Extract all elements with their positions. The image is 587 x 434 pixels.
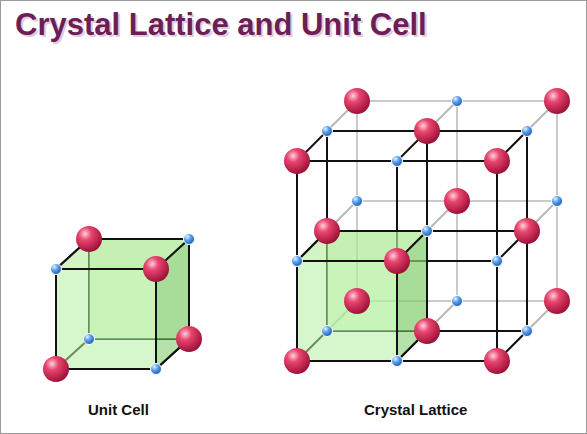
lattice-edge — [56, 368, 156, 370]
cation-sphere — [176, 326, 202, 352]
cation-sphere — [484, 348, 510, 374]
figure-label: Crystal Lattice — [364, 401, 467, 418]
lattice-edge — [496, 261, 498, 361]
cation-sphere — [414, 118, 440, 144]
lattice-edge — [296, 261, 298, 361]
lattice-edge — [427, 330, 527, 332]
lattice-edge — [297, 160, 397, 162]
unit-cell-edge — [155, 269, 157, 369]
lattice-edge — [396, 261, 398, 361]
unit-cell-edge — [426, 231, 428, 331]
unit-cell-face — [56, 269, 156, 369]
anion-sphere — [552, 196, 563, 207]
cation-sphere — [76, 226, 102, 252]
unit-cell-edge — [327, 230, 427, 232]
unit-cell-edge — [297, 260, 397, 262]
lattice-edge — [526, 131, 528, 231]
anion-sphere — [392, 156, 403, 167]
lattice-edge — [426, 131, 428, 231]
anion-sphere — [522, 326, 533, 337]
anion-sphere — [392, 356, 403, 367]
cation-sphere — [43, 356, 69, 382]
cation-sphere — [143, 256, 169, 282]
cation-sphere — [384, 248, 410, 274]
lattice-edge — [496, 161, 498, 261]
cation-sphere — [414, 318, 440, 344]
cation-sphere — [284, 148, 310, 174]
cation-sphere — [514, 218, 540, 244]
unit-cell-edge — [56, 268, 156, 270]
cation-sphere — [544, 88, 570, 114]
anion-sphere — [322, 126, 333, 137]
lattice-edge — [426, 231, 428, 331]
anion-sphere — [322, 326, 333, 337]
lattice-edge — [327, 230, 427, 232]
unit-cell-edge — [56, 368, 156, 370]
lattice-edge — [457, 300, 557, 302]
lattice-edge — [556, 101, 558, 201]
lattice-edge — [427, 130, 527, 132]
lattice-edge — [397, 160, 497, 162]
unit-cell-edge — [55, 269, 57, 369]
anion-sphere — [492, 256, 503, 267]
lattice-edge — [297, 260, 397, 262]
cation-sphere — [484, 148, 510, 174]
unit-cell-edge — [296, 261, 298, 361]
lattice-edge — [427, 230, 527, 232]
anion-sphere — [51, 264, 62, 275]
lattice-edge — [397, 360, 497, 362]
unit-cell-edge — [297, 360, 397, 362]
anion-sphere — [184, 234, 195, 245]
lattice-edge — [456, 201, 458, 301]
lattice-edge — [89, 238, 189, 240]
lattice-edge — [556, 201, 558, 301]
cation-sphere — [314, 218, 340, 244]
anion-sphere — [522, 126, 533, 137]
lattice-edge — [526, 231, 528, 331]
lattice-edge — [55, 269, 57, 369]
unit-cell-edge — [188, 239, 190, 339]
lattice-edge — [456, 101, 458, 201]
lattice-edge — [356, 101, 358, 201]
lattice-edge — [296, 161, 298, 261]
cation-sphere — [544, 288, 570, 314]
cation-sphere — [344, 88, 370, 114]
anion-sphere — [452, 96, 463, 107]
anion-sphere — [151, 364, 162, 375]
lattice-edge — [457, 200, 557, 202]
unit-cell-edge — [89, 238, 189, 240]
figure-label: Unit Cell — [88, 401, 149, 418]
lattice-edge — [357, 100, 457, 102]
lattice-edge — [56, 268, 156, 270]
diagram-title: Crystal Lattice and Unit Cell — [15, 7, 427, 43]
lattice-edge — [327, 130, 427, 132]
cation-sphere — [344, 288, 370, 314]
lattice-edge — [326, 131, 328, 231]
cation-sphere — [284, 348, 310, 374]
anion-sphere — [84, 334, 95, 345]
anion-sphere — [422, 226, 433, 237]
lattice-edge — [457, 100, 557, 102]
anion-sphere — [452, 296, 463, 307]
lattice-edge — [155, 269, 157, 369]
lattice-edge — [188, 239, 190, 339]
cation-sphere — [444, 188, 470, 214]
anion-sphere — [292, 256, 303, 267]
unit-cell-edge — [396, 261, 398, 361]
anion-sphere — [352, 196, 363, 207]
unit-cell-face — [297, 261, 397, 361]
lattice-edge — [357, 200, 457, 202]
lattice-edge — [297, 360, 397, 362]
